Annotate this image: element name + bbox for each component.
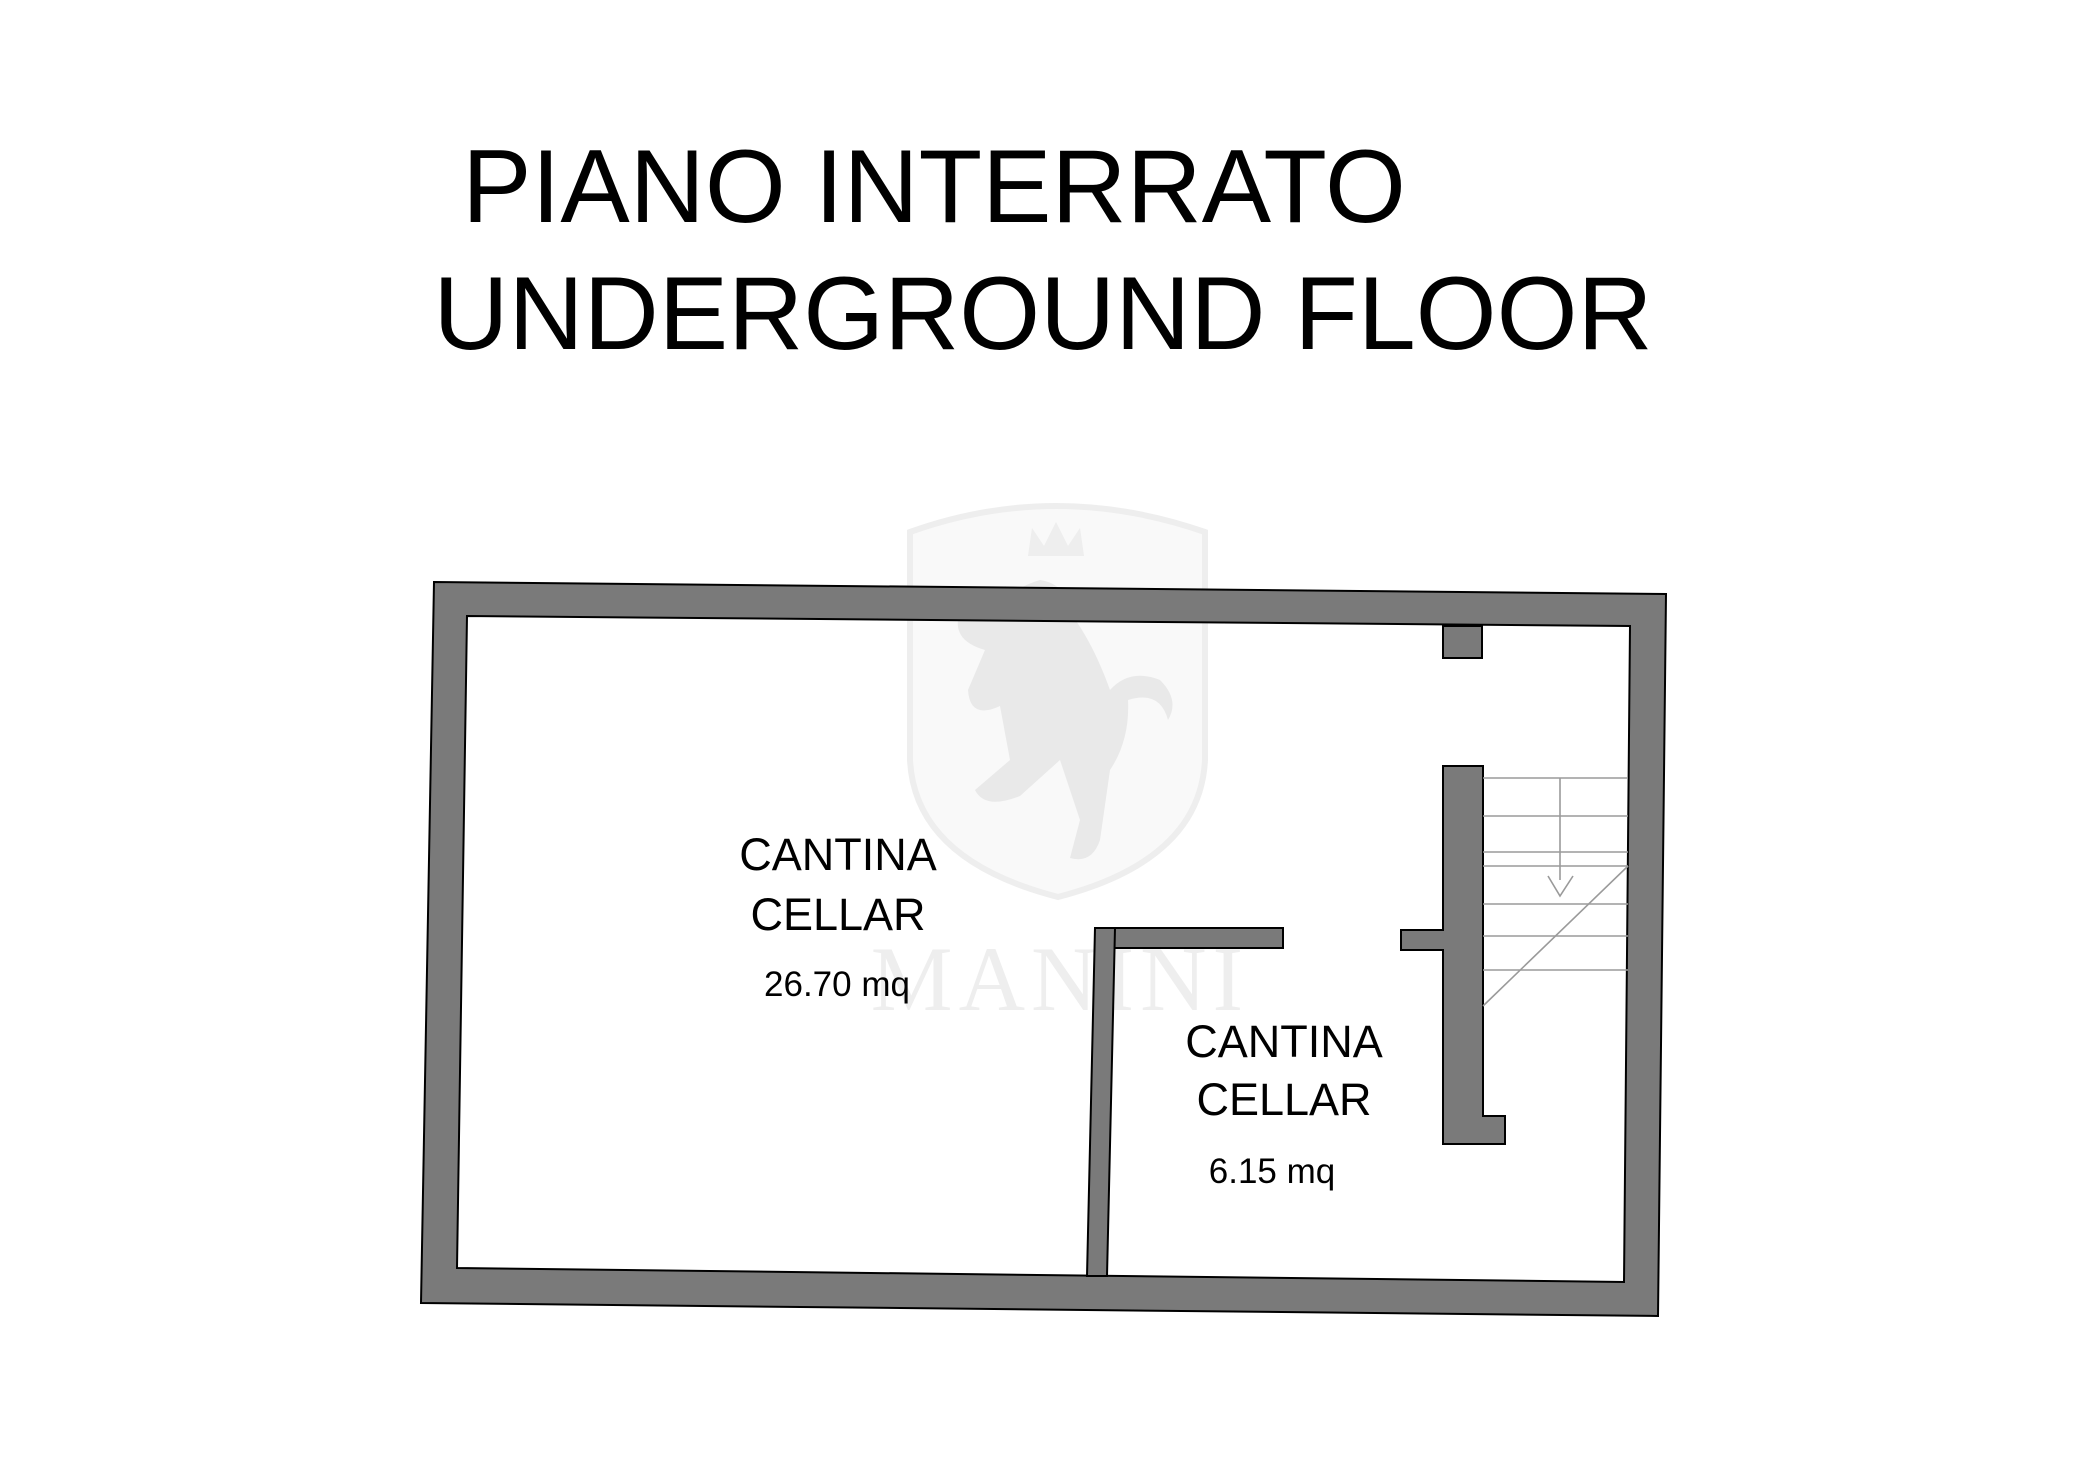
stair-direction-arrow-icon [1547, 875, 1574, 898]
crown-icon [1028, 522, 1084, 556]
stair-wall [1400, 765, 1506, 1145]
watermark-logo: MANINI [871, 503, 1243, 1030]
lion-icon [957, 580, 1173, 860]
room-area: 6.15 mq [1209, 1152, 1335, 1191]
room-large-cellar: CANTINA CELLAR 26.70 mq [739, 829, 937, 1004]
plan-title-italian: PIANO INTERRATO [462, 129, 1406, 245]
partition-wall-vertical [1085, 927, 1117, 1277]
room-small-cellar: CANTINA CELLAR 6.15 mq [1185, 1016, 1383, 1191]
walls [419, 580, 1668, 1318]
plan-title-english: UNDERGROUND FLOOR [433, 256, 1652, 372]
room-name-italian: CANTINA [739, 829, 937, 880]
wall-stub [1442, 625, 1483, 659]
partition-wall-top [1094, 927, 1284, 949]
staircase [1482, 777, 1629, 1007]
room-name-italian: CANTINA [1185, 1016, 1383, 1067]
outer-wall [419, 580, 1668, 1318]
room-name-english: CELLAR [1196, 1074, 1371, 1125]
room-name-english: CELLAR [750, 889, 925, 940]
room-area: 26.70 mq [764, 965, 910, 1004]
